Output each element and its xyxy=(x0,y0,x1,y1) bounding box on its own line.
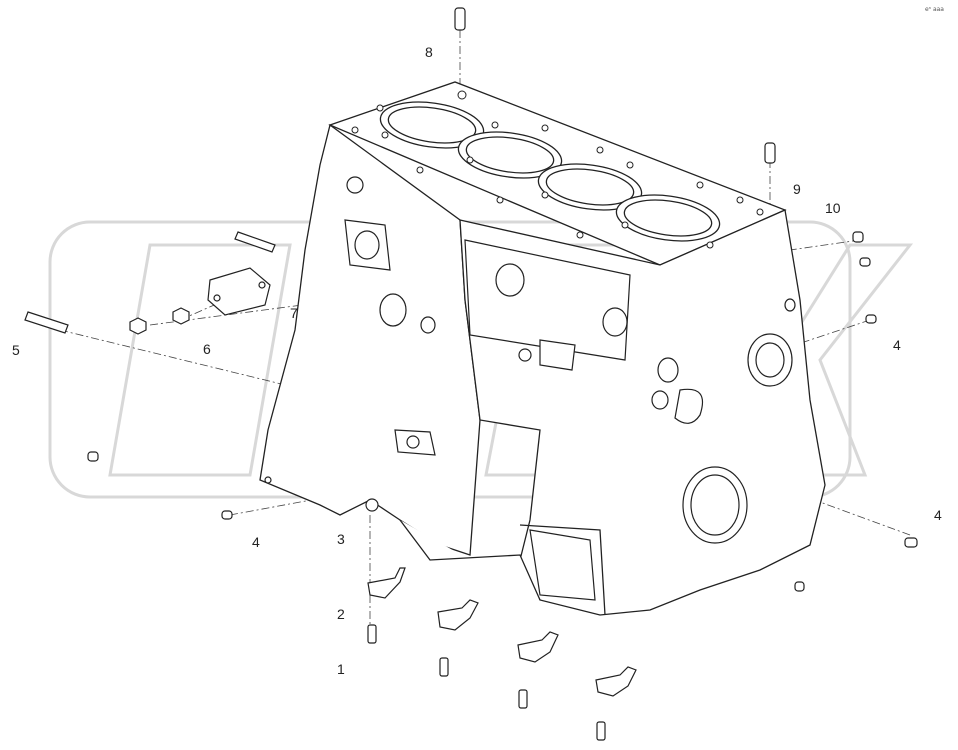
callout-4-right-upper: 4 xyxy=(893,337,901,353)
dowel-pin-9 xyxy=(764,142,776,164)
deck-holes xyxy=(351,90,764,249)
callout-7: 7 xyxy=(290,305,298,321)
block-side-features xyxy=(264,176,796,601)
callout-2: 2 xyxy=(337,606,345,622)
callout-5: 5 xyxy=(12,342,20,358)
callout-8: 8 xyxy=(425,44,433,60)
callout-4-left: 4 xyxy=(252,534,260,550)
callout-10: 10 xyxy=(825,200,841,216)
corner-mark: eⁿ aaa xyxy=(924,6,944,13)
callout-6: 6 xyxy=(203,341,211,357)
dowel-pin-8 xyxy=(454,7,466,31)
loose-parts xyxy=(24,7,918,741)
cylinder-bores xyxy=(379,101,721,242)
callout-9: 9 xyxy=(793,181,801,197)
callout-1: 1 xyxy=(337,661,345,677)
callout-3: 3 xyxy=(337,531,345,547)
callout-4-right-lower: 4 xyxy=(934,507,942,523)
